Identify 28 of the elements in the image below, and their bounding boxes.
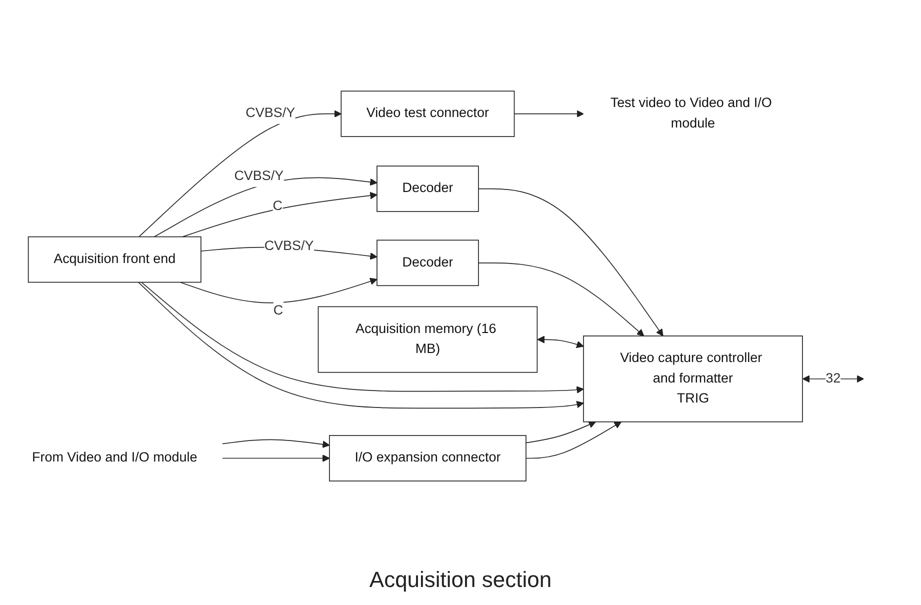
arrow	[182, 191, 378, 237]
node-box: Acquisition memory (16 MB)	[318, 306, 538, 372]
node-text: From Video and I/O module	[32, 450, 198, 464]
arrow	[478, 262, 644, 336]
edge-label: CVBS/Y	[234, 168, 284, 184]
node-text: Test video to Video and I/O module	[610, 96, 772, 130]
arrow	[154, 176, 378, 237]
node-box: I/O expansion connector	[329, 434, 526, 481]
arrow	[138, 110, 342, 237]
arrow	[514, 110, 584, 118]
arrow	[180, 277, 378, 303]
node-box: Video test connector	[340, 90, 515, 136]
edge-label: CVBS/Y	[246, 106, 296, 120]
node-box: Acquisition front end	[28, 236, 202, 282]
edge-label: CVBS/Y	[264, 238, 314, 253]
arrow	[222, 454, 330, 462]
edge-label: 32	[826, 370, 841, 386]
arrow	[537, 335, 584, 348]
edge-label: C	[272, 198, 283, 213]
node-box: Decoder	[376, 165, 479, 212]
edge-label: C	[273, 303, 284, 318]
node-box: Video capture controller and formatter TRIG	[583, 335, 803, 422]
arrow	[526, 420, 596, 443]
arrow	[526, 421, 622, 458]
arrow	[222, 438, 330, 448]
arrow	[478, 188, 664, 336]
caption: Acquisition section	[369, 567, 552, 593]
node-box: Decoder	[376, 239, 479, 286]
